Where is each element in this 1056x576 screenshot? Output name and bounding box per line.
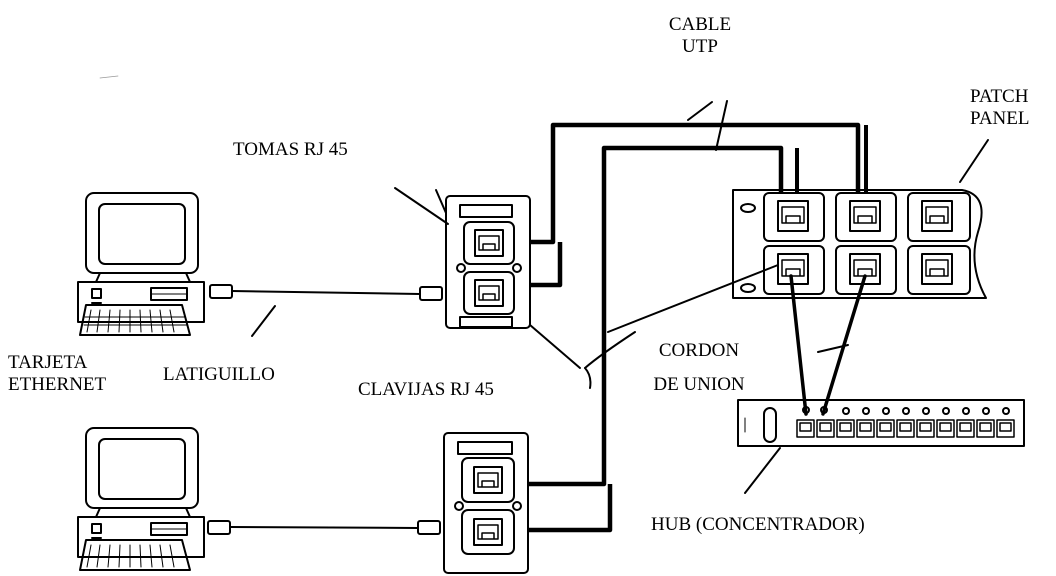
union-cord bbox=[789, 274, 867, 416]
leader-lines bbox=[251, 100, 989, 494]
label-latiguillo: LATIGUILLO bbox=[163, 364, 275, 385]
label-hub: HUB (CONCENTRADOR) bbox=[651, 514, 865, 535]
rj45-wall-outlet-icon bbox=[443, 432, 529, 574]
patch-panel-icon bbox=[732, 189, 987, 299]
label-cable-utp: CABLE UTP bbox=[668, 14, 732, 57]
computer-icon bbox=[77, 427, 205, 571]
rj45-wall-outlet-icon bbox=[445, 195, 531, 329]
label-cordon-union: CORDON DE UNION bbox=[653, 340, 745, 395]
computer-icon bbox=[77, 192, 205, 336]
utp-cables bbox=[528, 122, 868, 533]
patch-cord-2 bbox=[207, 520, 441, 535]
patch-cord-1 bbox=[209, 284, 443, 301]
label-tarjeta-ethernet: TARJETA ETHERNET bbox=[8, 352, 107, 395]
label-tomas-rj45: TOMAS RJ 45 bbox=[233, 139, 348, 160]
hub-icon bbox=[737, 399, 1025, 447]
label-patch-panel: PATCH PANEL bbox=[970, 86, 1030, 129]
label-clavijas-rj45: CLAVIJAS RJ 45 bbox=[358, 379, 494, 400]
